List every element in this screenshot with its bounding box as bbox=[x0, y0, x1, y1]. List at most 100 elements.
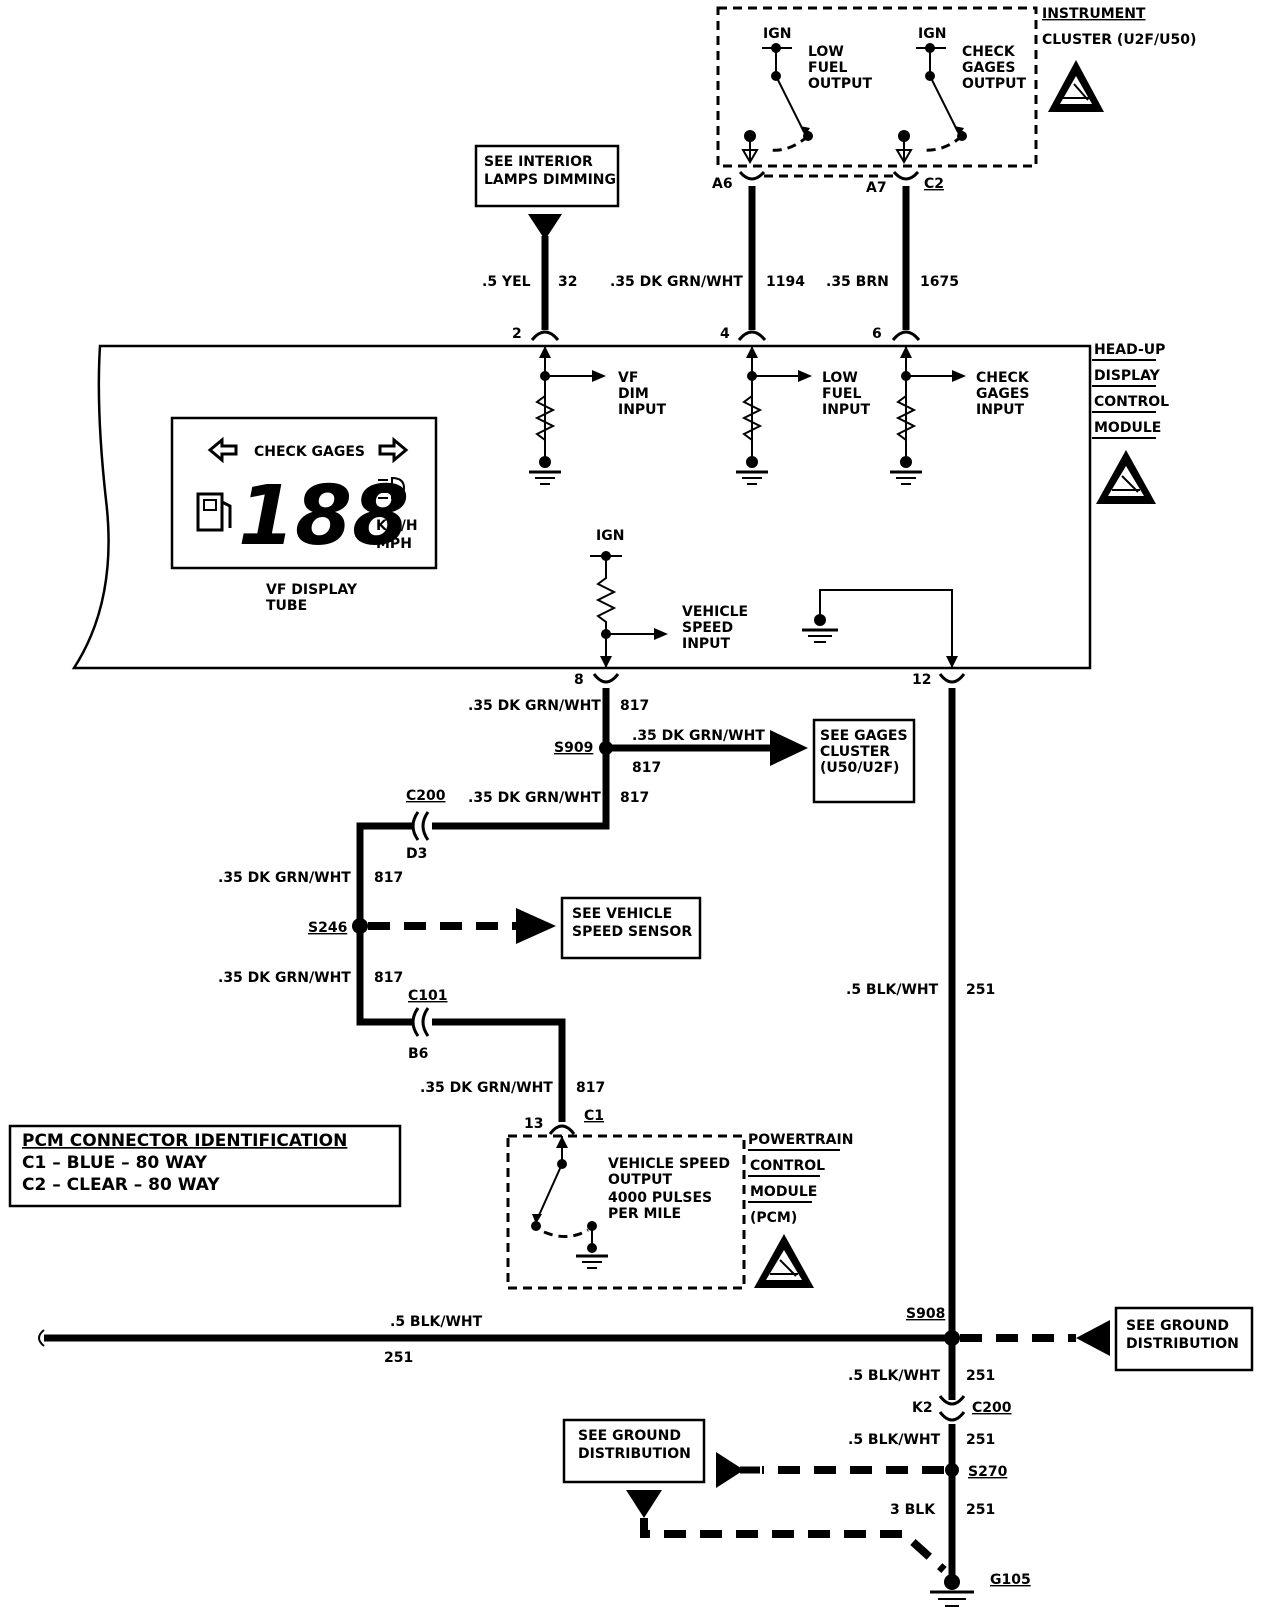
svg-text:817: 817 bbox=[374, 870, 403, 886]
pcm-pin-13: 13 bbox=[524, 1116, 543, 1132]
svg-text:CONTROL: CONTROL bbox=[750, 1158, 825, 1174]
svg-text:VEHICLE: VEHICLE bbox=[682, 604, 748, 620]
see-vss-2: SPEED SENSOR bbox=[572, 924, 692, 940]
svg-text:IGN: IGN bbox=[596, 528, 624, 544]
svg-text:VF: VF bbox=[618, 370, 638, 386]
svg-text:MODULE: MODULE bbox=[750, 1184, 817, 1200]
cluster-title-2: CLUSTER (U2F/U50) bbox=[1042, 32, 1196, 48]
splice-s270 bbox=[945, 1463, 959, 1477]
see-interior-lamps-box: SEE INTERIOR LAMPS DIMMING bbox=[474, 144, 620, 240]
ground-g105 bbox=[944, 1574, 960, 1590]
svg-text:S270: S270 bbox=[968, 1464, 1008, 1480]
wire-1194-color: .35 DK GRN/WHT bbox=[610, 274, 743, 290]
svg-text:817: 817 bbox=[576, 1080, 605, 1096]
svg-text:SPEED: SPEED bbox=[682, 620, 733, 636]
svg-text:C2 – CLEAR – 80 WAY: C2 – CLEAR – 80 WAY bbox=[22, 1175, 220, 1195]
see-gages-1: SEE GAGES bbox=[820, 728, 908, 744]
wire-1194-number: 1194 bbox=[766, 274, 805, 290]
hud-title-4: MODULE bbox=[1094, 420, 1161, 436]
hud-pin-12: 12 bbox=[912, 672, 931, 688]
low-fuel-output-3: OUTPUT bbox=[808, 76, 872, 92]
svg-text:POWERTRAIN: POWERTRAIN bbox=[748, 1132, 853, 1148]
connector-c2: C2 bbox=[924, 176, 944, 192]
svg-text:251: 251 bbox=[966, 1368, 995, 1384]
low-fuel-output-2: FUEL bbox=[808, 60, 847, 76]
splice-s246 bbox=[352, 918, 368, 934]
hud-title-3: CONTROL bbox=[1094, 394, 1169, 410]
fuel-pump-icon bbox=[196, 492, 232, 532]
hud-module: HEAD-UP DISPLAY CONTROL MODULE VF DIM bbox=[71, 342, 1169, 670]
wire-32-color: .5 YEL bbox=[482, 274, 531, 290]
pcm-module: POWERTRAIN CONTROL MODULE (PCM) VEHICLE … bbox=[506, 1132, 853, 1290]
svg-text:251: 251 bbox=[966, 982, 995, 998]
wire-32-number: 32 bbox=[558, 274, 577, 290]
display-caption-2: TUBE bbox=[266, 598, 307, 614]
pin-a6: A6 bbox=[712, 176, 733, 192]
svg-text:S909: S909 bbox=[554, 740, 593, 756]
svg-text:LOW: LOW bbox=[822, 370, 858, 386]
arrow-left-icon bbox=[207, 436, 238, 464]
svg-text:817: 817 bbox=[632, 760, 661, 776]
svg-text:C200: C200 bbox=[406, 788, 446, 804]
hud-internal-ground bbox=[802, 589, 958, 668]
svg-text:G105: G105 bbox=[990, 1572, 1031, 1588]
svg-text:PCM CONNECTOR IDENTIFICATION: PCM CONNECTOR IDENTIFICATION bbox=[22, 1131, 347, 1151]
svg-text:.35 DK GRN/WHT: .35 DK GRN/WHT bbox=[218, 870, 351, 886]
svg-text:SEE GROUND: SEE GROUND bbox=[578, 1428, 681, 1444]
svg-text:.35 DK GRN/WHT: .35 DK GRN/WHT bbox=[468, 698, 601, 714]
svg-text:.5 BLK/WHT: .5 BLK/WHT bbox=[846, 982, 939, 998]
svg-text:D3: D3 bbox=[406, 846, 427, 862]
pcm-connector-identification: PCM CONNECTOR IDENTIFICATION C1 – BLUE –… bbox=[8, 1124, 402, 1208]
low-fuel-output-1: LOW bbox=[808, 44, 844, 60]
esd-icon bbox=[754, 1234, 814, 1288]
svg-text:INPUT: INPUT bbox=[618, 402, 667, 418]
hud-pin-2: 2 bbox=[512, 326, 522, 342]
low-fuel-input-circuit: LOW FUEL INPUT bbox=[736, 346, 871, 485]
svg-text:PER MILE: PER MILE bbox=[608, 1206, 681, 1222]
see-vss-1: SEE VEHICLE bbox=[572, 906, 672, 922]
ground-circuit: .5 BLK/WHT 251 S908 .5 BLK/WHT 251 SEE G… bbox=[38, 688, 1254, 1607]
check-gages-input-circuit: CHECK GAGES INPUT bbox=[890, 346, 1030, 485]
cluster-title-1: INSTRUMENT bbox=[1042, 6, 1146, 22]
svg-text:C1 – BLUE – 80 WAY: C1 – BLUE – 80 WAY bbox=[22, 1153, 208, 1173]
display-digits: 188 bbox=[238, 469, 409, 564]
wire-1675-color: .35 BRN bbox=[826, 274, 889, 290]
svg-text:(PCM): (PCM) bbox=[750, 1210, 797, 1226]
hud-pin-4: 4 bbox=[720, 326, 730, 342]
svg-text:817: 817 bbox=[620, 698, 649, 714]
pcm-connector-c1: C1 bbox=[584, 1108, 604, 1124]
svg-text:.35 DK GRN/WHT: .35 DK GRN/WHT bbox=[468, 790, 601, 806]
ground-arrow-icon bbox=[626, 1490, 662, 1518]
svg-text:C101: C101 bbox=[408, 988, 448, 1004]
splice-s908 bbox=[944, 1330, 960, 1346]
svg-text:INPUT: INPUT bbox=[682, 636, 731, 652]
svg-text:C200: C200 bbox=[972, 1400, 1012, 1416]
wire-1675-number: 1675 bbox=[920, 274, 959, 290]
instrument-cluster: INSTRUMENT CLUSTER (U2F/U50) IGN LOW FUE… bbox=[712, 6, 1196, 196]
check-gages-output-3: OUTPUT bbox=[962, 76, 1026, 92]
hud-title-2: DISPLAY bbox=[1094, 368, 1161, 384]
svg-text:4000 PULSES: 4000 PULSES bbox=[608, 1190, 712, 1206]
vf-dim-input-circuit: VF DIM INPUT bbox=[529, 346, 667, 485]
esd-icon bbox=[1048, 60, 1104, 112]
hud-pin-6: 6 bbox=[872, 326, 882, 342]
svg-text:817: 817 bbox=[374, 970, 403, 986]
svg-text:VEHICLE SPEED: VEHICLE SPEED bbox=[608, 1156, 730, 1172]
ground-arrow-icon bbox=[528, 214, 562, 240]
svg-text:SEE INTERIOR: SEE INTERIOR bbox=[484, 154, 593, 170]
svg-text:3 BLK: 3 BLK bbox=[890, 1502, 936, 1518]
svg-text:817: 817 bbox=[620, 790, 649, 806]
pin-a7: A7 bbox=[866, 180, 887, 196]
arrow-right-icon bbox=[378, 436, 409, 464]
svg-text:.35 DK GRN/WHT: .35 DK GRN/WHT bbox=[420, 1080, 553, 1096]
svg-text:.5 BLK/WHT: .5 BLK/WHT bbox=[848, 1368, 941, 1384]
svg-text:CHECK: CHECK bbox=[976, 370, 1030, 386]
headlamp-icon bbox=[378, 476, 406, 500]
svg-text:DISTRIBUTION: DISTRIBUTION bbox=[1126, 1336, 1239, 1352]
svg-text:INPUT: INPUT bbox=[976, 402, 1025, 418]
svg-text:251: 251 bbox=[384, 1350, 413, 1366]
svg-text:251: 251 bbox=[966, 1502, 995, 1518]
cluster-ign-2: IGN bbox=[918, 26, 946, 42]
check-gages-output-2: GAGES bbox=[962, 60, 1015, 76]
